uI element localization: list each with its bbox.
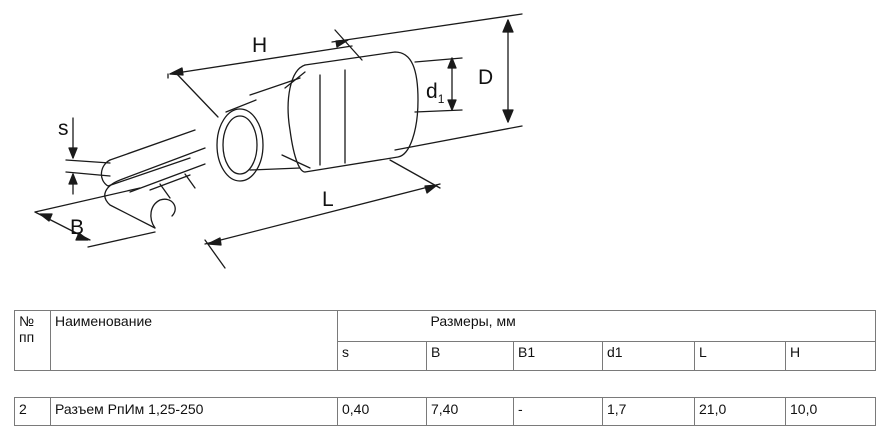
dimension-label-h: H [252,34,267,57]
cell-number: 2 [14,397,51,426]
cell-name: Разъем РпИм 1,25-250 [50,397,338,426]
header-number: № пп [14,310,51,371]
connector-dimension-drawing: H D d1 s B L [34,13,523,269]
header-name: Наименование [50,310,338,371]
header-col-d1: d1 [602,341,695,371]
dimension-label-d1: d1 [426,80,445,106]
cell-b: 7,40 [426,397,514,426]
header-col-b: B [426,341,514,371]
dimension-label-l: L [322,188,334,211]
cell-l: 21,0 [694,397,786,426]
header-dimensions-group: Размеры, мм [426,310,877,342]
cell-s: 0,40 [337,397,427,426]
dimension-label-s: s [58,117,69,140]
table-separator [14,370,876,398]
cell-d1: 1,7 [602,397,695,426]
cell-b1: - [513,397,603,426]
cell-h: 10,0 [784,397,877,426]
header-spacer [337,310,427,342]
header-number-line2: пп [19,329,35,345]
header-col-h: H [784,341,877,371]
dimensions-table: № пп Наименование Размеры, мм s B B1 d1 … [14,310,877,426]
dimension-label-b: B [70,216,84,239]
header-number-line1: № [19,313,35,329]
dimension-label-d: D [478,66,493,89]
header-col-s: s [337,341,427,371]
header-col-b1: B1 [513,341,603,371]
table-row: 2 Разъем РпИм 1,25-250 0,40 7,40 - 1,7 2… [14,397,877,426]
header-col-l: L [694,341,786,371]
